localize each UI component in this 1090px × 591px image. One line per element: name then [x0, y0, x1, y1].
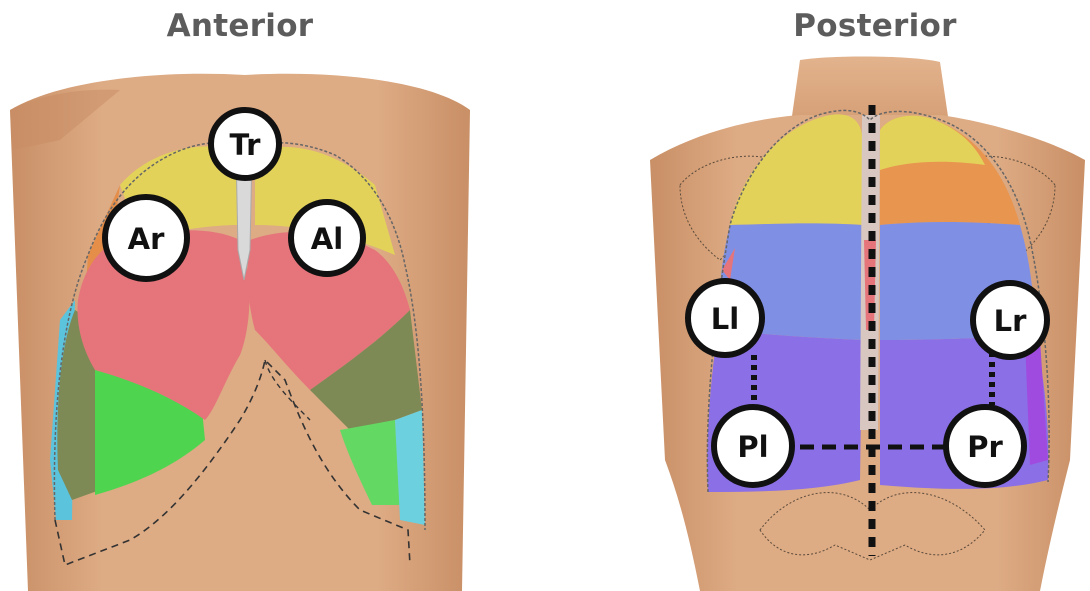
marker-al: Al — [291, 202, 363, 274]
marker-tr-label: Tr — [230, 128, 262, 162]
marker-pr: Pr — [946, 407, 1024, 485]
marker-al-label: Al — [311, 222, 343, 256]
marker-pr-label: Pr — [967, 430, 1003, 464]
marker-ll-label: Ll — [711, 302, 739, 336]
marker-pl-label: Pl — [737, 430, 768, 464]
anterior-cyan-right — [395, 410, 425, 525]
marker-ll: Ll — [688, 281, 762, 355]
anterior-view: Tr Ar Al — [10, 74, 470, 591]
marker-lr: Lr — [973, 283, 1047, 357]
posterior-view: Ll Lr Pl Pr — [650, 56, 1085, 591]
marker-tr: Tr — [211, 110, 279, 178]
marker-lr-label: Lr — [994, 304, 1027, 338]
marker-pl: Pl — [714, 407, 792, 485]
marker-ar: Ar — [105, 197, 187, 279]
marker-ar-label: Ar — [128, 222, 165, 256]
